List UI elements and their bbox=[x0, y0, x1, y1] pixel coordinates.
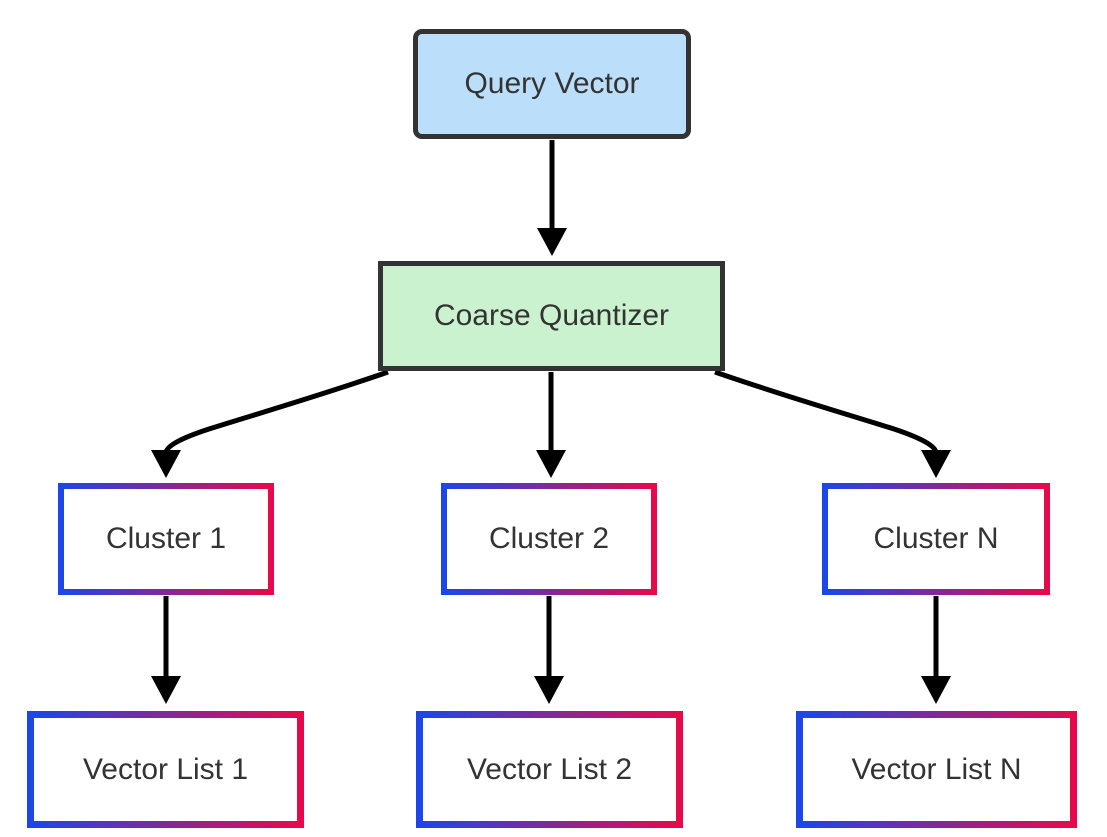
node-cluster-2: Cluster 2 bbox=[441, 483, 657, 595]
arrowhead-icon bbox=[151, 450, 181, 478]
node-cluster-n-label: Cluster N bbox=[873, 522, 999, 555]
node-cluster-n: Cluster N bbox=[822, 483, 1050, 595]
edge-coarse-quantizer-to-cluster-n bbox=[714, 369, 951, 478]
edge-cluster-2-to-vector-list-2 bbox=[534, 596, 564, 704]
edge-coarse-quantizer-to-cluster-2 bbox=[536, 372, 566, 478]
node-vector-list-2-label: Vector List 2 bbox=[466, 752, 633, 786]
node-vector-list-1-label: Vector List 1 bbox=[82, 752, 249, 786]
node-cluster-1: Cluster 1 bbox=[58, 483, 274, 595]
arrowhead-icon bbox=[151, 676, 181, 704]
arrowhead-icon bbox=[536, 450, 566, 478]
edge-cluster-n-to-vector-list-n bbox=[921, 596, 951, 704]
node-query-vector-label: Query Vector bbox=[464, 67, 640, 100]
edge-coarse-quantizer-to-cluster-1 bbox=[151, 369, 389, 478]
node-vector-list-2: Vector List 2 bbox=[416, 711, 683, 828]
node-coarse-quantizer-label: Coarse Quantizer bbox=[433, 299, 670, 332]
node-cluster-2-label: Cluster 2 bbox=[488, 522, 610, 555]
arrowhead-icon bbox=[537, 228, 567, 256]
edge-cluster-1-to-vector-list-1 bbox=[151, 596, 181, 704]
arrowhead-icon bbox=[534, 676, 564, 704]
node-cluster-1-label: Cluster 1 bbox=[105, 522, 227, 555]
edge-query-vector-to-coarse-quantizer bbox=[537, 140, 567, 256]
node-coarse-quantizer: Coarse Quantizer bbox=[378, 261, 725, 371]
node-vector-list-1: Vector List 1 bbox=[27, 711, 304, 828]
arrowhead-icon bbox=[921, 450, 951, 478]
node-query-vector: Query Vector bbox=[413, 29, 691, 139]
node-vector-list-n: Vector List N bbox=[796, 711, 1077, 828]
node-vector-list-n-label: Vector List N bbox=[851, 752, 1022, 786]
arrowhead-icon bbox=[921, 676, 951, 704]
